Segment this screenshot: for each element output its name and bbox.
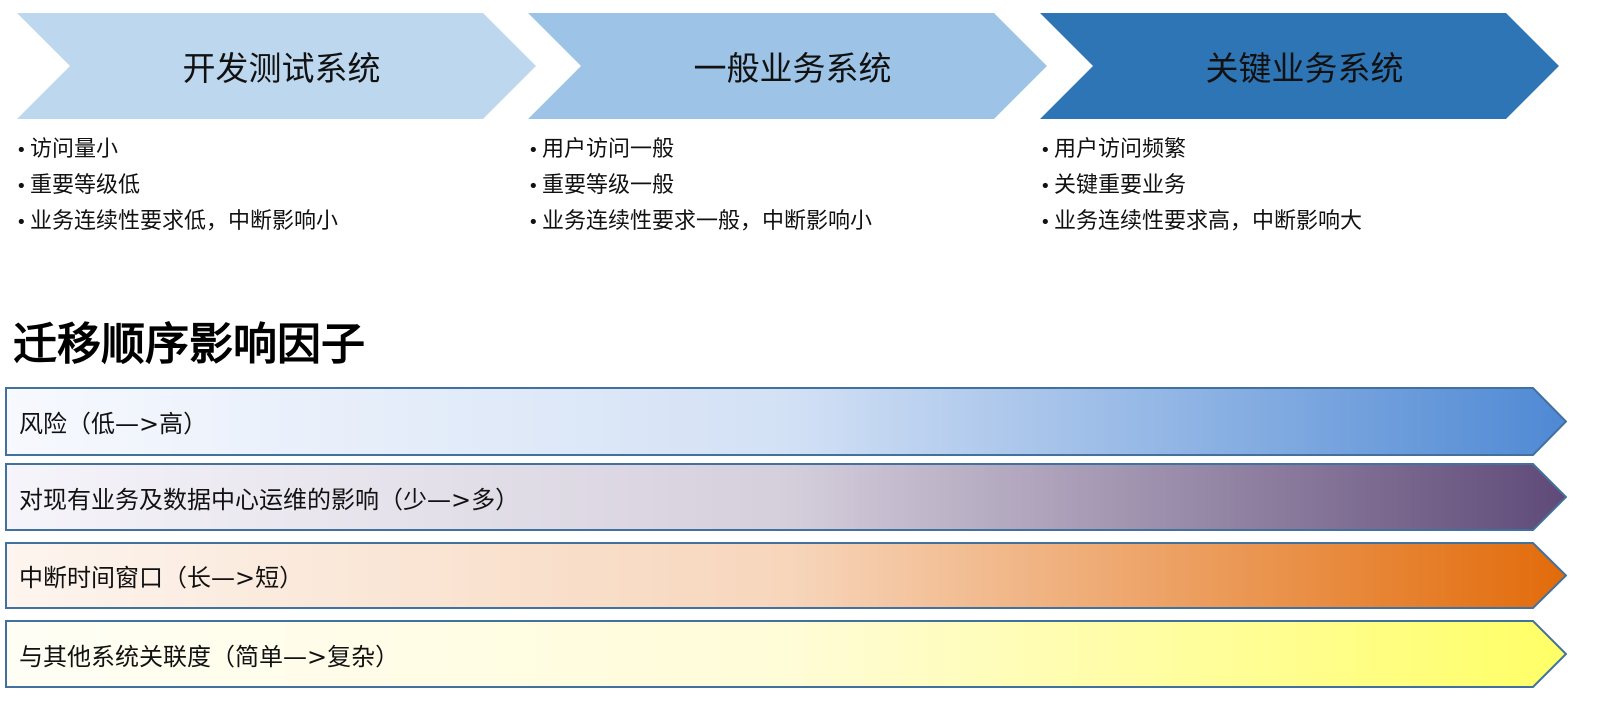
stage-chevron-general: 一般业务系统	[528, 13, 1047, 119]
bullet-item: •用户访问频繁	[1040, 132, 1362, 168]
stage-bullets-dev-test: •访问量小 •重要等级低 •业务连续性要求低，中断影响小	[16, 132, 338, 240]
stage-title: 关键业务系统	[1205, 49, 1404, 88]
bullet-item: •业务连续性要求高，中断影响大	[1040, 204, 1362, 240]
bullet-icon: •	[528, 176, 539, 197]
stage-title: 开发测试系统	[182, 49, 381, 88]
factor-label: 风险（低—>高）	[19, 410, 208, 438]
chevron-shape-icon	[528, 13, 1047, 119]
chevron-shape-icon	[1040, 13, 1559, 119]
bullet-icon: •	[528, 212, 539, 233]
bullet-item: •重要等级一般	[528, 168, 872, 204]
factor-label: 与其他系统关联度（简单—>复杂）	[19, 642, 400, 671]
factor-bar-ops-impact: 对现有业务及数据中心运维的影响（少—>多）	[5, 463, 1567, 531]
bullet-icon: •	[16, 212, 27, 233]
bullet-icon: •	[1040, 212, 1051, 233]
gradient-arrow-icon	[5, 387, 1567, 456]
bullet-item: •关键重要业务	[1040, 168, 1362, 204]
bullet-item: •访问量小	[16, 132, 338, 168]
factor-bar-downtime-window: 中断时间窗口（长—>短）	[5, 542, 1567, 609]
bullet-item: •业务连续性要求一般，中断影响小	[528, 204, 872, 240]
bullet-item: •用户访问一般	[528, 132, 872, 168]
stage-title: 一般业务系统	[693, 49, 892, 88]
factor-bar-risk: 风险（低—>高）	[5, 387, 1567, 456]
bullet-icon: •	[528, 140, 539, 161]
stage-chevron-critical: 关键业务系统	[1040, 13, 1559, 119]
stage-bullets-critical: •用户访问频繁 •关键重要业务 •业务连续性要求高，中断影响大	[1040, 132, 1362, 240]
factors-heading: 迁移顺序影响因子	[13, 319, 365, 370]
factor-label: 对现有业务及数据中心运维的影响（少—>多）	[19, 485, 520, 514]
stage-bullets-general: •用户访问一般 •重要等级一般 •业务连续性要求一般，中断影响小	[528, 132, 872, 240]
factor-bar-system-coupling: 与其他系统关联度（简单—>复杂）	[5, 620, 1567, 688]
stage-chevron-dev-test: 开发测试系统	[17, 13, 536, 119]
bullet-icon: •	[1040, 176, 1051, 197]
bullet-icon: •	[1040, 140, 1051, 161]
gradient-arrow-icon	[5, 620, 1567, 688]
bullet-item: •业务连续性要求低，中断影响小	[16, 204, 338, 240]
factor-label: 中断时间窗口（长—>短）	[19, 564, 304, 592]
bullet-icon: •	[16, 140, 27, 161]
gradient-arrow-icon	[5, 463, 1567, 531]
bullet-item: •重要等级低	[16, 168, 338, 204]
chevron-shape-icon	[17, 13, 536, 119]
bullet-icon: •	[16, 176, 27, 197]
gradient-arrow-icon	[5, 542, 1567, 609]
